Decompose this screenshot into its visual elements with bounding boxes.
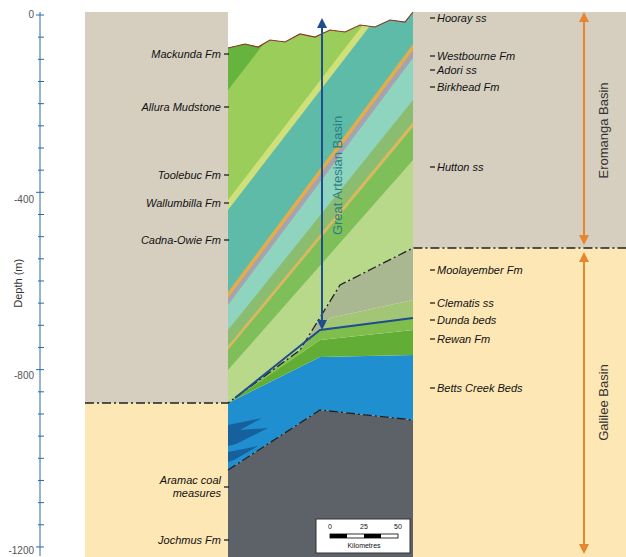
basin-name: Great Artesian Basin (332, 115, 347, 234)
gab-arrow (317, 18, 327, 330)
galilee-ground (85, 403, 228, 557)
formation-name: Toolebuc Fm (158, 169, 221, 182)
axis-tick (38, 170, 44, 171)
axis-tick (38, 214, 44, 215)
formation-name: Moolayember Fm (437, 264, 523, 277)
coal-wedge (228, 418, 268, 446)
basement-boundary (228, 410, 413, 470)
axis-tick (38, 436, 44, 437)
axis-tick (38, 347, 44, 348)
formation-name: Hutton ss (437, 161, 483, 174)
formation-name: Clematis ss (437, 297, 494, 310)
label-ticks (224, 18, 435, 540)
scale-unit: Kilometres (347, 542, 380, 550)
formation-name: Aramac coal measures (141, 474, 221, 499)
formation-name: Cadna-Owie Fm (141, 234, 221, 247)
eromanga-layers (228, 0, 413, 410)
axis-tick (38, 59, 44, 60)
basin-boundary (85, 248, 626, 403)
axis-tick (38, 480, 44, 481)
basin-arrows (579, 12, 589, 554)
axis-tick (38, 37, 44, 38)
axis-tick (36, 546, 44, 547)
axis-tick (38, 147, 44, 148)
formation-name: Allura Mudstone (142, 101, 222, 114)
axis-tick (38, 103, 44, 104)
axis-tick (38, 280, 44, 281)
axis-tick (38, 458, 44, 459)
eromanga-ground (413, 12, 626, 248)
galilee-ground (413, 248, 626, 557)
formation-name: Rewan Fm (437, 333, 490, 346)
formation-name: Westbourne Fm (437, 50, 515, 63)
basin-name: Eromanga Basin (597, 82, 612, 178)
formation-name: Hooray ss (437, 12, 487, 25)
depth-axis (40, 12, 41, 556)
formation-name: Mackunda Fm (151, 48, 221, 61)
axis-tick (36, 369, 44, 370)
axis-tick (38, 413, 44, 414)
basin-name: Galilee Basin (597, 364, 612, 441)
scale-value: 25 (360, 523, 368, 531)
axis-tick (38, 524, 44, 525)
axis-tick (38, 391, 44, 392)
formation-name: Jochmus Fm (158, 534, 221, 547)
axis-tick (38, 325, 44, 326)
formation-name: Dunda beds (437, 314, 496, 327)
scale-value: 0 (328, 523, 332, 531)
basement (228, 410, 413, 557)
formation-name: Birkhead Fm (437, 81, 499, 94)
axis-tick (38, 258, 44, 259)
axis-tick (36, 192, 44, 193)
axis-tick (38, 125, 44, 126)
axis-value: -400 (14, 194, 34, 206)
formation-name: Wallumbilla Fm (146, 197, 221, 210)
axis-tick (38, 502, 44, 503)
axis-tick (38, 236, 44, 237)
axis-tick (36, 15, 44, 16)
formation-name: Betts Creek Beds (437, 382, 523, 395)
eromanga-ground (85, 12, 228, 403)
formation-name: Adori ss (437, 64, 477, 77)
axis-tick (38, 81, 44, 82)
scale-value: 50 (394, 523, 402, 531)
gab-base-line (235, 318, 413, 398)
axis-value: 0 (28, 9, 34, 21)
axis-value: -1200 (8, 545, 34, 557)
axis-title: Depth (m) (12, 259, 25, 308)
axis-ticks (36, 15, 44, 547)
scale-bar (316, 519, 410, 553)
axis-value: -800 (14, 370, 34, 382)
ground-surface (228, 12, 413, 48)
axis-tick (38, 303, 44, 304)
